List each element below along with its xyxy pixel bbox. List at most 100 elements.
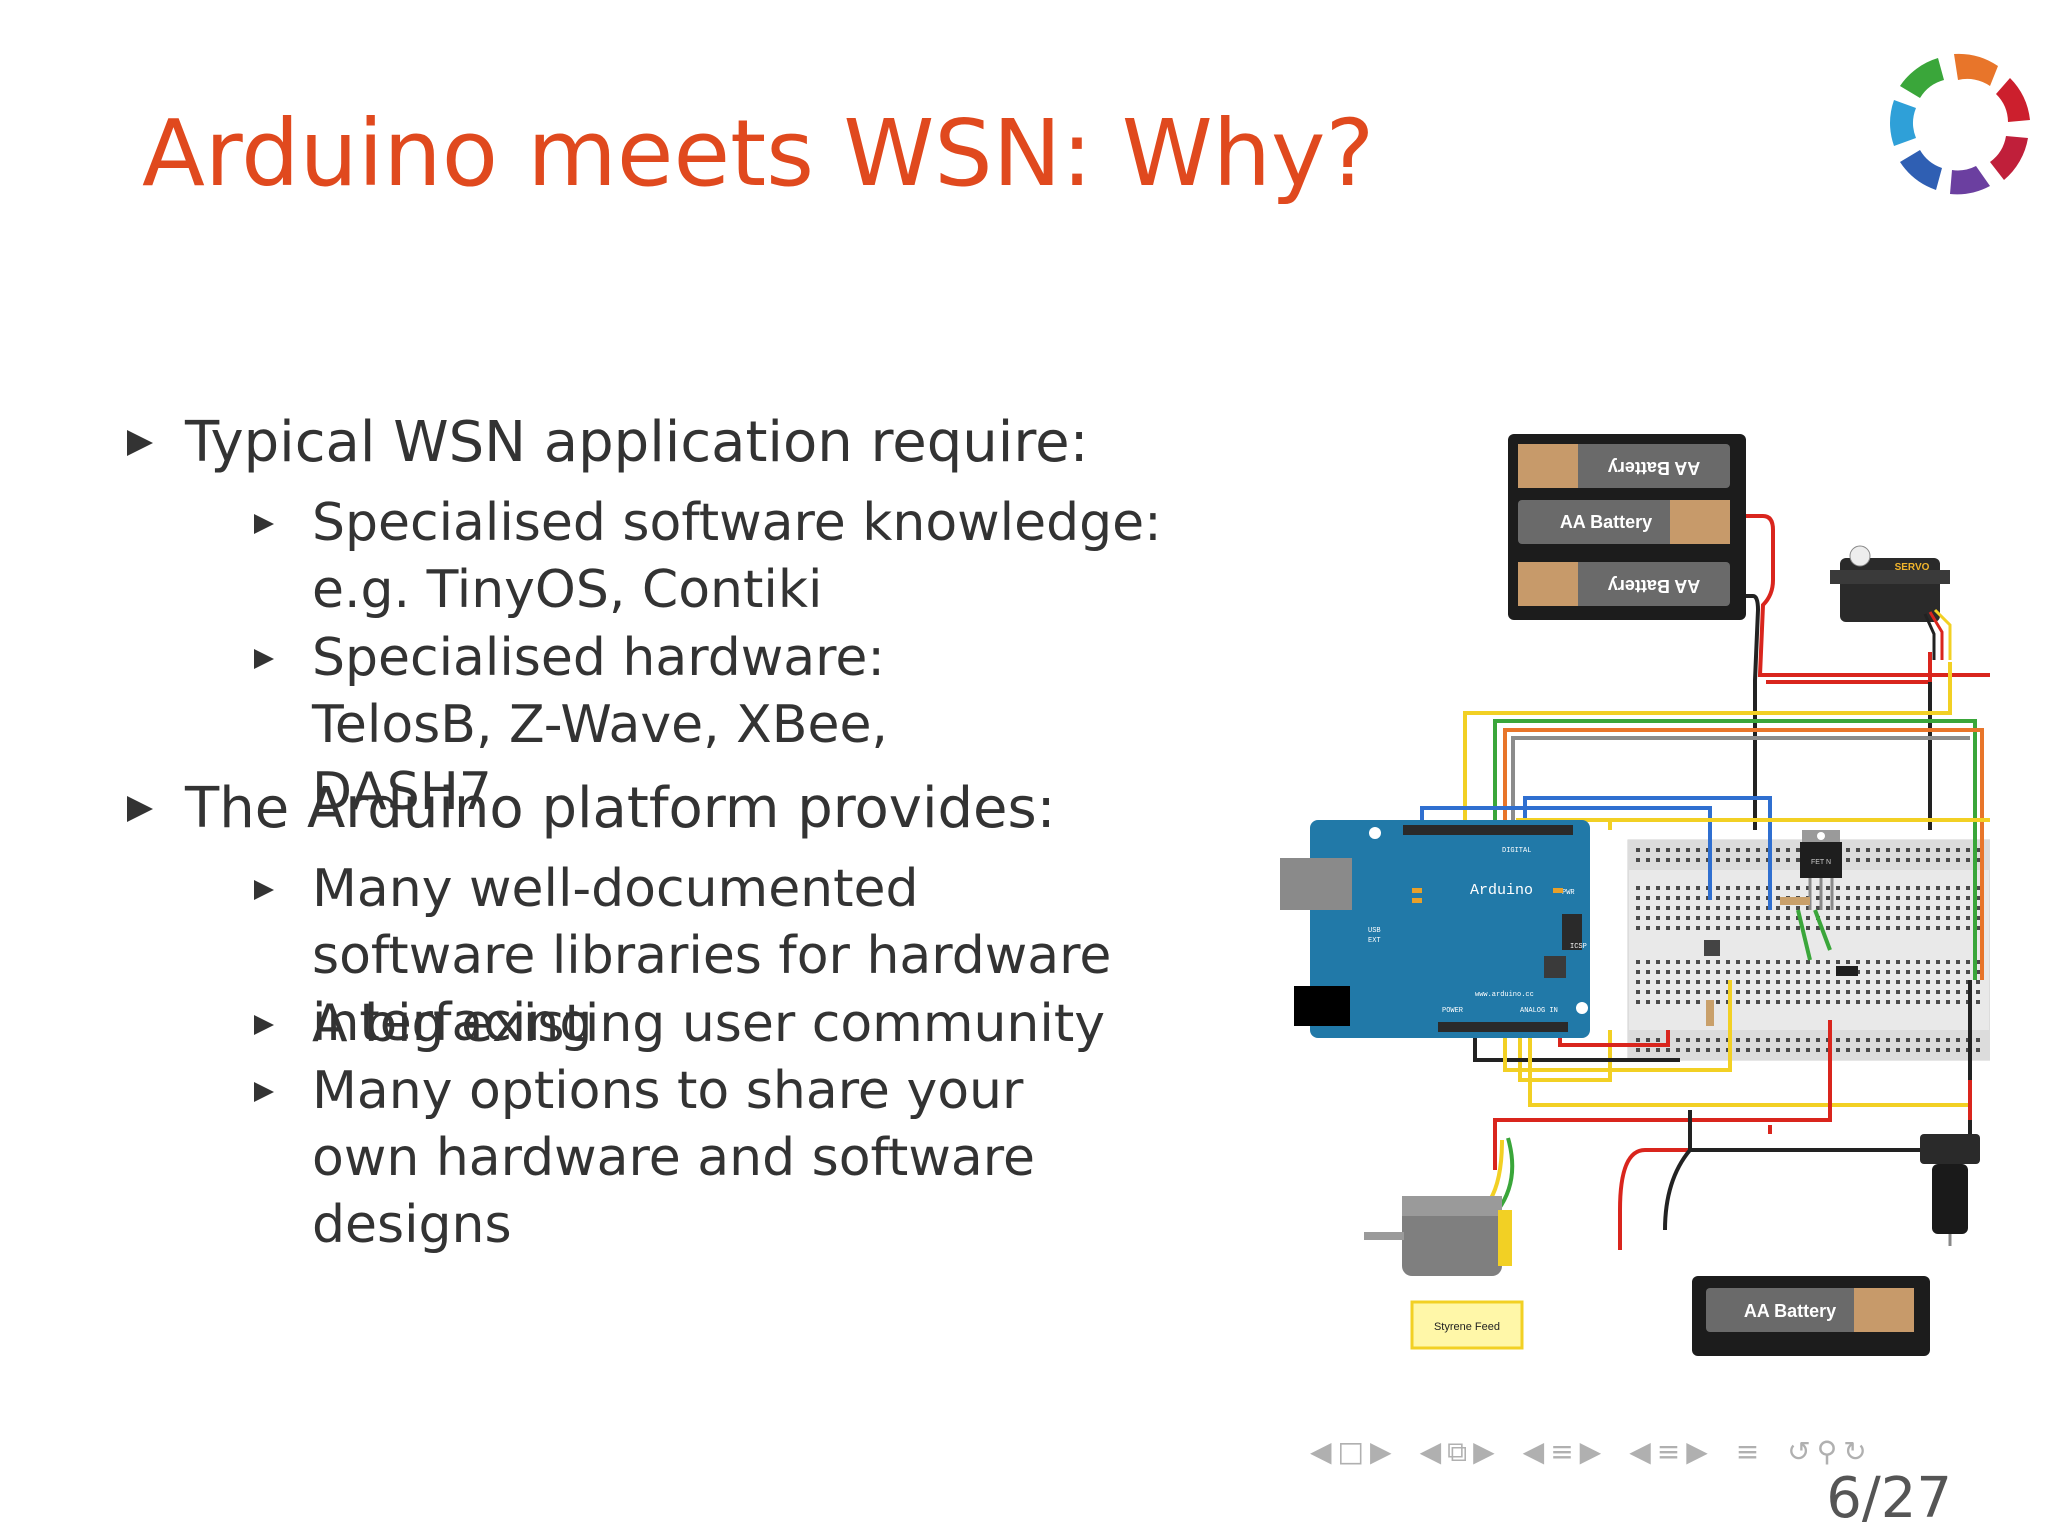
breadboard-hole: [1736, 858, 1740, 862]
arduino-icsp-label: ICSP: [1570, 943, 1587, 951]
breadboard-hole: [1946, 916, 1950, 920]
breadboard-hole: [1656, 980, 1660, 984]
subsection-next-icon[interactable]: ▶: [1473, 1435, 1495, 1468]
breadboard-hole: [1946, 926, 1950, 930]
breadboard-hole: [1856, 886, 1860, 890]
breadboard-hole: [1946, 1000, 1950, 1004]
subsection-prev-icon[interactable]: ◀: [1419, 1435, 1442, 1468]
section-icon[interactable]: ≡: [1550, 1435, 1574, 1468]
push-button: [1704, 940, 1720, 956]
breadboard-hole: [1636, 1038, 1640, 1042]
breadboard-hole: [1656, 886, 1660, 890]
breadboard-hole: [1926, 926, 1930, 930]
breadboard-hole: [1746, 858, 1750, 862]
breadboard-hole: [1846, 1048, 1850, 1052]
breadboard-hole: [1856, 990, 1860, 994]
breadboard-hole: [1796, 960, 1800, 964]
breadboard-hole: [1916, 848, 1920, 852]
breadboard-hole: [1686, 858, 1690, 862]
breadboard-hole: [1916, 990, 1920, 994]
breadboard-hole: [1766, 1000, 1770, 1004]
servo-label: SERVO: [1895, 562, 1930, 573]
breadboard-hole: [1966, 896, 1970, 900]
breadboard-hole: [1976, 848, 1980, 852]
breadboard-hole: [1956, 926, 1960, 930]
breadboard-hole: [1886, 980, 1890, 984]
sub-bullet-item: Specialised software knowledge: e.g. Tin…: [254, 490, 1192, 624]
wire: [1493, 719, 1977, 980]
battery-label: AA Battery: [1744, 1301, 1836, 1321]
slide-title: Arduino meets WSN: Why?: [142, 100, 1375, 207]
breadboard-hole: [1786, 886, 1790, 890]
breadboard-hole: [1846, 906, 1850, 910]
breadboard-hole: [1796, 906, 1800, 910]
align-icon[interactable]: ≡: [1735, 1435, 1760, 1468]
breadboard-hole: [1766, 1038, 1770, 1042]
breadboard-hole: [1926, 990, 1930, 994]
breadboard-hole: [1906, 970, 1910, 974]
breadboard-hole: [1806, 886, 1810, 890]
breadboard-hole: [1646, 970, 1650, 974]
breadboard-hole: [1836, 1000, 1840, 1004]
breadboard-hole: [1826, 990, 1830, 994]
breadboard-hole: [1726, 916, 1730, 920]
sub-bullet-text: Specialised hardware: TelosB, Z-Wave, XB…: [312, 628, 888, 822]
breadboard-hole: [1916, 960, 1920, 964]
breadboard-hole: [1976, 1000, 1980, 1004]
breadboard-hole: [1806, 960, 1810, 964]
arduino-power-label: POWER: [1442, 1007, 1464, 1015]
breadboard-hole: [1926, 858, 1930, 862]
breadboard-hole: [1846, 960, 1850, 964]
section-prev-icon[interactable]: ◀: [1522, 1435, 1545, 1468]
breadboard-hole: [1856, 1038, 1860, 1042]
breadboard-hole: [1836, 906, 1840, 910]
doc-prev-icon[interactable]: ◀: [1629, 1435, 1651, 1468]
wire: [1796, 909, 1812, 961]
search-icon[interactable]: ⚲: [1816, 1435, 1838, 1468]
breadboard-hole: [1776, 926, 1780, 930]
bullet-marker-icon: [254, 880, 274, 900]
breadboard-hole: [1746, 980, 1750, 984]
section-next-icon[interactable]: ▶: [1579, 1435, 1602, 1468]
breadboard-hole: [1756, 980, 1760, 984]
breadboard-hole: [1886, 960, 1890, 964]
breadboard-hole: [1716, 960, 1720, 964]
breadboard-hole: [1706, 990, 1710, 994]
doc-icon[interactable]: ≡: [1656, 1435, 1681, 1468]
breadboard-hole: [1836, 896, 1840, 900]
forward-icon[interactable]: ↻: [1843, 1435, 1867, 1468]
breadboard-hole: [1666, 960, 1670, 964]
breadboard-hole: [1826, 886, 1830, 890]
breadboard-hole: [1666, 990, 1670, 994]
breadboard-hole: [1796, 926, 1800, 930]
doc-next-icon[interactable]: ▶: [1686, 1435, 1708, 1468]
breadboard-hole: [1896, 916, 1900, 920]
breadboard-hole: [1926, 960, 1930, 964]
wire: [1511, 736, 1970, 830]
wire: [1518, 1025, 1612, 1082]
frame-next-icon[interactable]: ▶: [1370, 1435, 1392, 1468]
breadboard-hole: [1956, 990, 1960, 994]
breadboard-hole: [1876, 960, 1880, 964]
breadboard-hole: [1676, 896, 1680, 900]
breadboard-hole: [1896, 896, 1900, 900]
back-icon[interactable]: ↺: [1787, 1435, 1811, 1468]
breadboard-hole: [1896, 848, 1900, 852]
breadboard-hole: [1936, 1048, 1940, 1052]
breadboard-hole: [1696, 916, 1700, 920]
frame-icon[interactable]: □: [1337, 1435, 1365, 1468]
battery-label: AA Battery: [1608, 458, 1700, 478]
breadboard-hole: [1966, 926, 1970, 930]
breadboard-hole: [1916, 970, 1920, 974]
breadboard-hole: [1716, 1000, 1720, 1004]
breadboard-hole: [1686, 848, 1690, 852]
arduino-url-label: www.arduino.cc: [1475, 991, 1534, 999]
frame-prev-icon[interactable]: ◀: [1310, 1435, 1332, 1468]
breadboard-hole: [1666, 916, 1670, 920]
breadboard-hole: [1976, 926, 1980, 930]
breadboard-hole: [1956, 960, 1960, 964]
breadboard-hole: [1656, 858, 1660, 862]
breadboard-hole: [1736, 906, 1740, 910]
subsection-icon[interactable]: ⧉: [1447, 1435, 1468, 1468]
breadboard-hole: [1896, 858, 1900, 862]
